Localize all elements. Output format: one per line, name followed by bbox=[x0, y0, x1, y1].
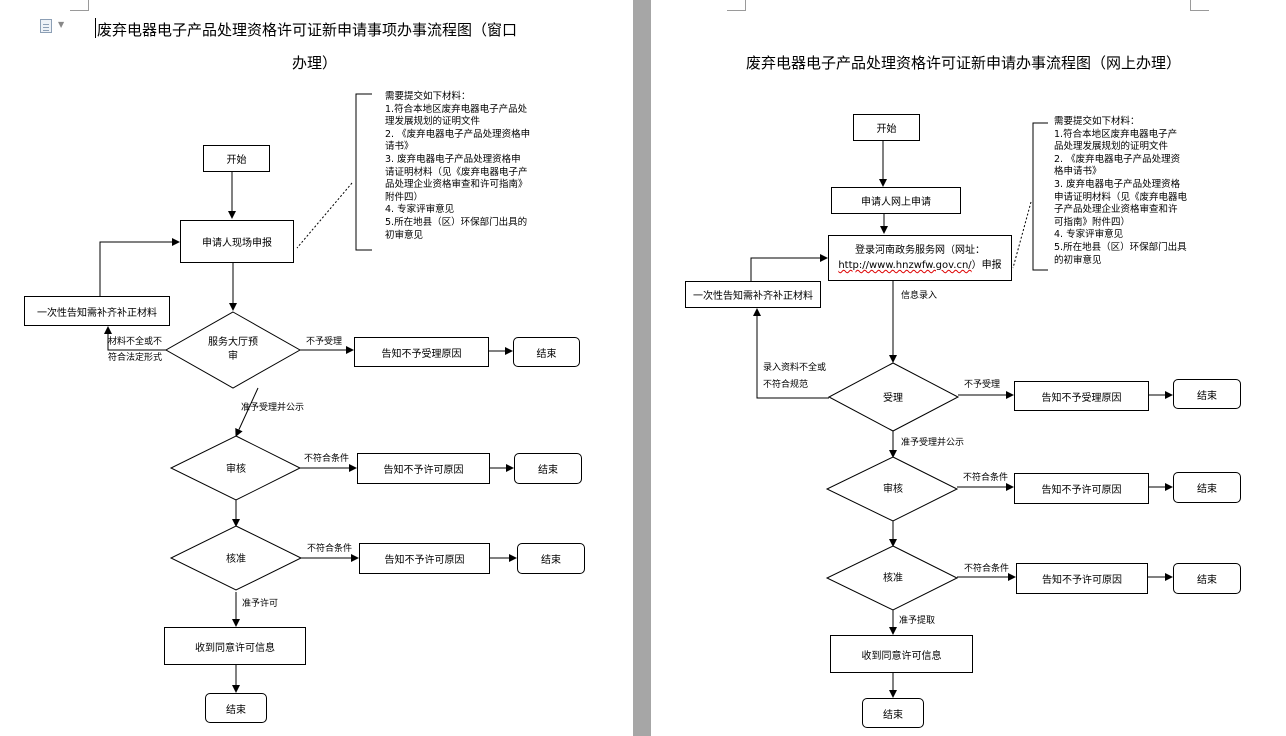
materials-line: 格申请书》 bbox=[1054, 166, 1102, 178]
materials-line: 5.所在地县（区）环保部门出具 bbox=[1054, 241, 1187, 253]
materials-line: 品处理发展规划的证明文件 bbox=[1054, 141, 1169, 153]
edge-label-not-qualified-2: 不符合条件 bbox=[307, 544, 353, 554]
diamond-review bbox=[825, 456, 959, 522]
end-node-3: 结束 bbox=[1173, 563, 1241, 594]
edge-label-not-accept: 不予受理 bbox=[964, 380, 1001, 390]
edge-label-not-qualified-1: 不符合条件 bbox=[304, 454, 350, 464]
edge-label-incomplete-2: 符合法定形式 bbox=[108, 353, 163, 363]
materials-line: 附件四） bbox=[385, 191, 424, 203]
portal-suffix: ）申报 bbox=[971, 260, 1002, 271]
edge-label-not-qualified-1: 不符合条件 bbox=[963, 473, 1009, 483]
page-title-line1: 废弃电器电子产品处理资格许可证新申请事项办事流程图（窗口 bbox=[97, 21, 518, 39]
materials-line: 理发展规划的证明文件 bbox=[385, 116, 481, 128]
document-page-right: 废弃电器电子产品处理资格许可证新申请办事流程图（网上办理） bbox=[651, 0, 1286, 736]
edge-label-grant: 准予许可 bbox=[242, 599, 279, 609]
edge-label-not-qualified-2: 不符合条件 bbox=[964, 564, 1010, 574]
supplement-node: 一次性告知需补齐补正材料 bbox=[685, 281, 821, 308]
crop-mark bbox=[1190, 0, 1209, 11]
materials-line: 申请证明材料（见《废弃电器电 bbox=[1054, 191, 1188, 203]
page-title-line2: 办理） bbox=[292, 54, 338, 72]
materials-line: 1.符合本地区废弃电器电子产品处 bbox=[385, 103, 528, 115]
text-cursor bbox=[95, 18, 96, 38]
edge-label-not-accept: 不予受理 bbox=[306, 337, 343, 347]
reject-reason-node: 告知不予受理原因 bbox=[354, 337, 489, 367]
edge-label-incomplete-1: 材料不全或不 bbox=[108, 337, 163, 347]
apply-online-node: 申请人网上申请 bbox=[831, 187, 961, 214]
supplement-node: 一次性告知需补齐补正材料 bbox=[24, 296, 170, 326]
materials-note: 需要提交如下材料： 1.符合本地区废弃电器电子产 品处理发展规划的证明文件 2.… bbox=[1054, 116, 1187, 267]
end-node-final: 结束 bbox=[205, 693, 267, 723]
materials-line: 需要提交如下材料： bbox=[385, 91, 471, 102]
crop-mark bbox=[70, 0, 89, 11]
review-label: 审核 bbox=[226, 464, 246, 475]
end-node-2: 结束 bbox=[514, 453, 582, 484]
materials-line: 需要提交如下材料： bbox=[1054, 116, 1140, 127]
pre-review-line2: 审 bbox=[228, 351, 238, 362]
materials-line: 子产品处理企业资格审查和许 bbox=[1054, 204, 1178, 216]
end-node-2: 结束 bbox=[1173, 472, 1241, 503]
materials-line: 2. 《废弃电器电子产品处理资 bbox=[1054, 153, 1181, 165]
end-node-1: 结束 bbox=[1173, 379, 1241, 409]
deny-approve-node: 告知不予许可原因 bbox=[359, 543, 490, 574]
end-node-final: 结束 bbox=[862, 698, 924, 728]
diamond-approve bbox=[825, 545, 959, 611]
receive-node: 收到同意许可信息 bbox=[830, 635, 973, 673]
page-title: 废弃电器电子产品处理资格许可证新申请办事流程图（网上办理） bbox=[746, 54, 1182, 72]
materials-line: 初审意见 bbox=[385, 229, 424, 241]
edge-label-accept-publish: 准予受理并公示 bbox=[241, 403, 305, 413]
diamond-review bbox=[169, 435, 302, 501]
materials-line: 品处理企业资格审查和许可指南》 bbox=[385, 179, 528, 191]
materials-line: 可指南》附件四） bbox=[1054, 216, 1131, 228]
materials-line: 3. 废弃电器电子产品处理资格 bbox=[1054, 178, 1181, 190]
pre-review-label: 服务大厅预 审 bbox=[196, 336, 270, 364]
approve-label: 核准 bbox=[226, 554, 246, 565]
flowchart-connectors-right bbox=[750, 122, 1173, 698]
start-node: 开始 bbox=[203, 145, 270, 172]
receive-node: 收到同意许可信息 bbox=[164, 627, 306, 665]
materials-line: 5.所在地县（区）环保部门出具的 bbox=[385, 216, 528, 228]
pre-review-line1: 服务大厅预 bbox=[208, 337, 258, 348]
chevron-down-icon[interactable]: ▼ bbox=[58, 20, 65, 29]
end-node-1: 结束 bbox=[513, 337, 580, 367]
diamond-pre-review bbox=[164, 311, 302, 389]
deny-approve-node: 告知不予许可原因 bbox=[1016, 563, 1148, 594]
materials-line: 4. 专家评审意见 bbox=[385, 204, 455, 216]
apply-node: 申请人现场申报 bbox=[180, 220, 294, 263]
edge-label-incomplete-2: 不符合规范 bbox=[763, 380, 809, 390]
edge-label-incomplete-1: 录入资料不全或 bbox=[763, 363, 827, 373]
document-icon[interactable] bbox=[40, 19, 52, 33]
deny-review-node: 告知不予许可原因 bbox=[1014, 473, 1149, 504]
diamond-accept bbox=[827, 362, 960, 432]
materials-line: 请证明材料（见《废弃电器电子产 bbox=[385, 166, 528, 178]
edge-label-accept-publish: 准予受理并公示 bbox=[901, 438, 965, 448]
page-gap bbox=[633, 0, 651, 736]
portal-url-link[interactable]: http://www.hnzwfw.gov.cn/ bbox=[838, 260, 972, 271]
materials-line: 的初审意见 bbox=[1054, 254, 1102, 266]
deny-review-node: 告知不予许可原因 bbox=[357, 453, 490, 484]
accept-label: 受理 bbox=[883, 393, 903, 404]
materials-line: 请书》 bbox=[385, 141, 414, 153]
diamond-approve bbox=[169, 525, 303, 591]
portal-node: 登录河南政务服务网（网址： http://www.hnzwfw.gov.cn/）… bbox=[828, 235, 1012, 281]
materials-line: 4. 专家评审意见 bbox=[1054, 229, 1124, 241]
portal-line2: http://www.hnzwfw.gov.cn/）申报 bbox=[838, 258, 1001, 273]
reject-reason-node: 告知不予受理原因 bbox=[1014, 381, 1149, 411]
start-node: 开始 bbox=[853, 114, 920, 141]
review-label: 审核 bbox=[883, 484, 903, 495]
flowchart-connectors-left bbox=[99, 93, 517, 693]
portal-line1: 登录河南政务服务网（网址： bbox=[855, 245, 985, 256]
document-page-left: ▼ 废弃电器电子产品处理资格许可证新申请事项办事流程图（窗口 办理） bbox=[0, 0, 633, 736]
materials-line: 2. 《废弃电器电子产品处理资格申 bbox=[385, 128, 531, 140]
approve-label: 核准 bbox=[883, 573, 903, 584]
crop-mark bbox=[727, 0, 746, 11]
materials-line: 3. 废弃电器电子产品处理资格申 bbox=[385, 153, 521, 165]
edge-label-grant: 准予提取 bbox=[899, 616, 936, 626]
edge-label-info-entry: 信息录入 bbox=[901, 291, 938, 301]
materials-line: 1.符合本地区废弃电器电子产 bbox=[1054, 128, 1178, 140]
end-node-3: 结束 bbox=[517, 543, 585, 574]
materials-note: 需要提交如下材料： 1.符合本地区废弃电器电子产品处 理发展规划的证明文件 2.… bbox=[385, 91, 530, 242]
